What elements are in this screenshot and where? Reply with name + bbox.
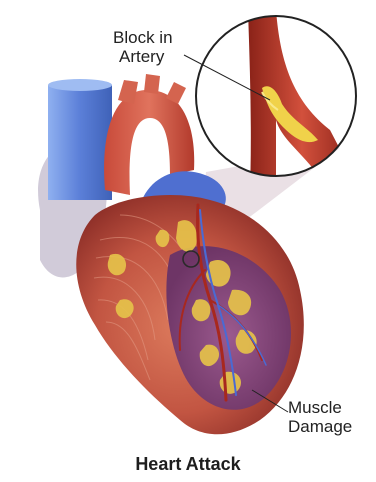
- muscle-label-line-1: Muscle: [288, 398, 352, 417]
- block-in-artery-label: Block in Artery: [113, 28, 173, 66]
- block-label-line-1: Block in: [113, 28, 173, 47]
- vena-cava-top: [48, 79, 112, 91]
- vena-cava: [48, 85, 112, 200]
- muscle-damage-label: Muscle Damage: [288, 398, 352, 436]
- diagram-title: Heart Attack: [0, 454, 376, 475]
- block-label-line-2: Artery: [113, 47, 173, 66]
- artery-inset: [196, 10, 356, 190]
- muscle-label-line-2: Damage: [288, 417, 352, 436]
- aorta-branch-2: [144, 74, 160, 94]
